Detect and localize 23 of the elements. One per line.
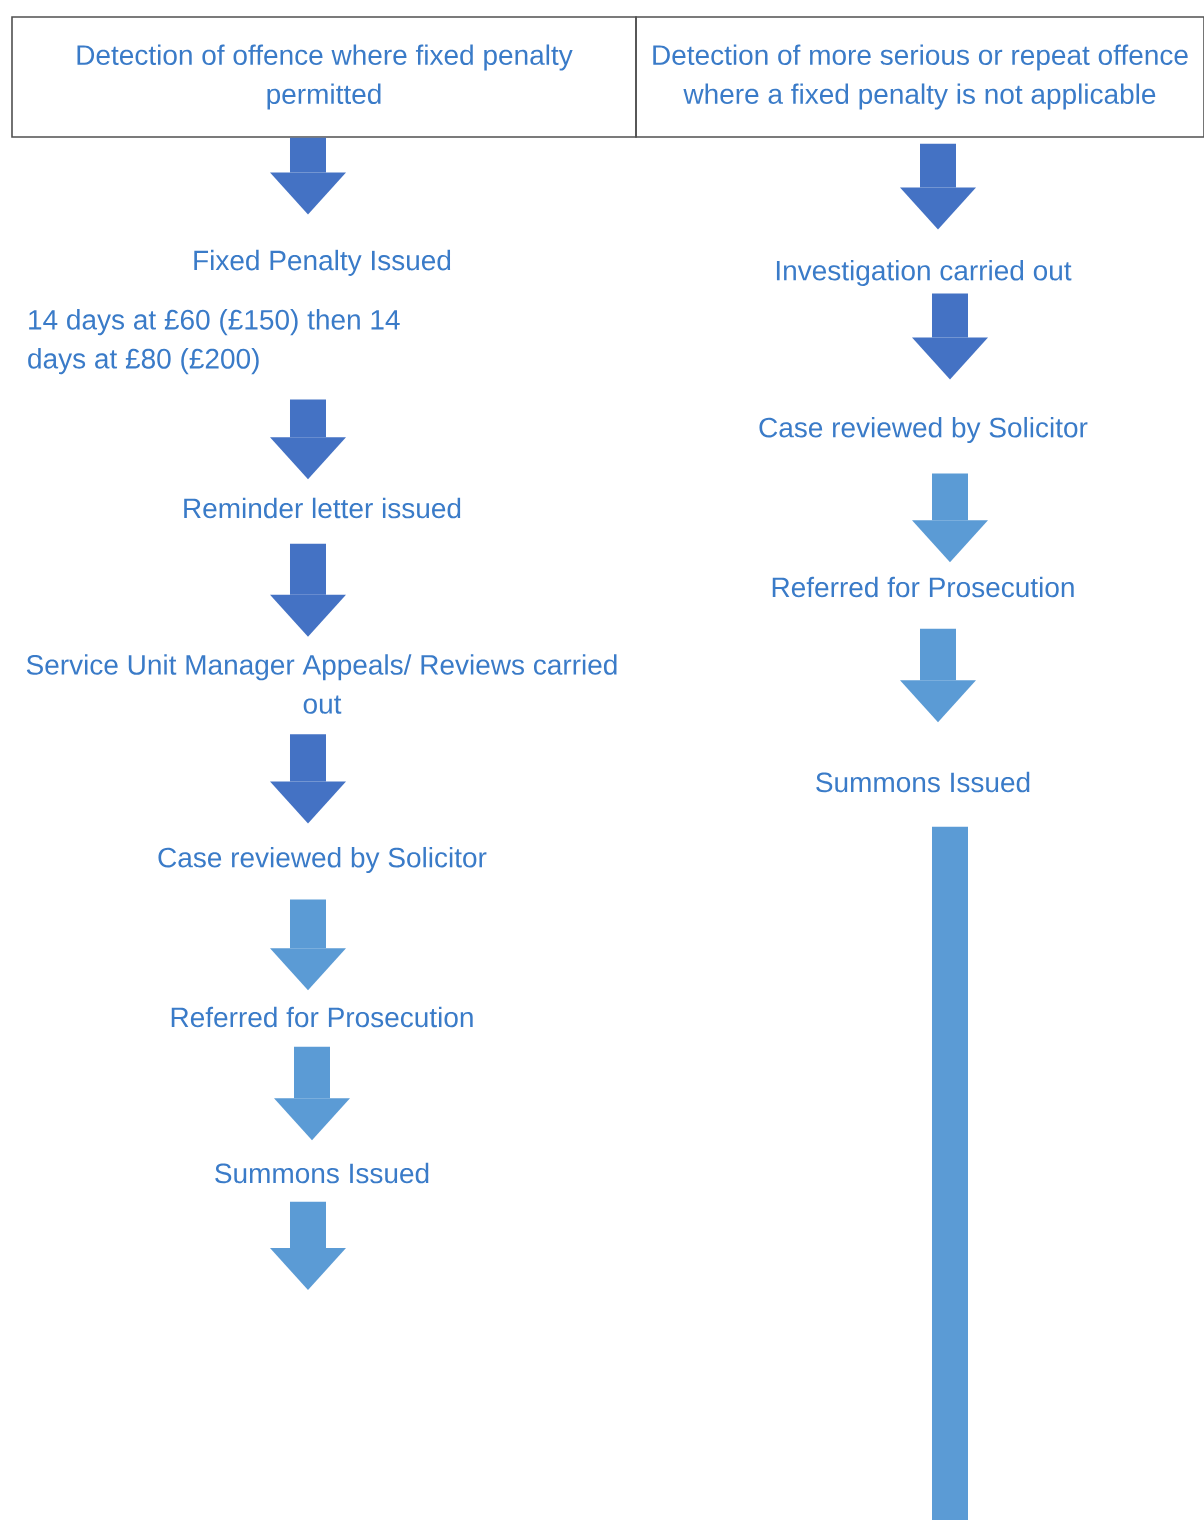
block-arrow [270, 137, 346, 215]
step-text: Reminder letter issued [184, 497, 461, 519]
block-arrow [274, 1046, 350, 1141]
block-arrow [270, 543, 346, 637]
block-arrow [270, 1201, 346, 1290]
step-text: Summons Issued [816, 771, 1030, 793]
step-text: Summons Issued [215, 1162, 429, 1184]
block-arrow [900, 628, 976, 723]
block-arrow [900, 143, 976, 230]
block-arrow [270, 899, 346, 991]
step-text: Referred for Prosecution [772, 576, 1074, 598]
table-cell: Detection of offence where fixed penalty permitted [11, 16, 637, 138]
block-arrow [912, 473, 988, 563]
table-cell: Detection of more serious or repeat offence where a fixed penalty is not applicable [635, 16, 1204, 138]
step-text: Investigation carried out [776, 259, 1072, 287]
step-text: Referred for Prosecution [171, 1006, 473, 1028]
step-text: Case reviewed by Solicitor [158, 846, 487, 874]
block-arrow [270, 399, 346, 480]
block-arrow [912, 293, 988, 380]
block-arrow [270, 734, 346, 824]
step-text: Fixed Penalty Issued 14 days at £60 (£150) then 14 days at £80 (£200) [28, 249, 451, 375]
step-text: Service Unit Manager Appeals/ Reviews carried out [26, 654, 617, 714]
step-text: Case reviewed by Solicitor [759, 416, 1088, 444]
